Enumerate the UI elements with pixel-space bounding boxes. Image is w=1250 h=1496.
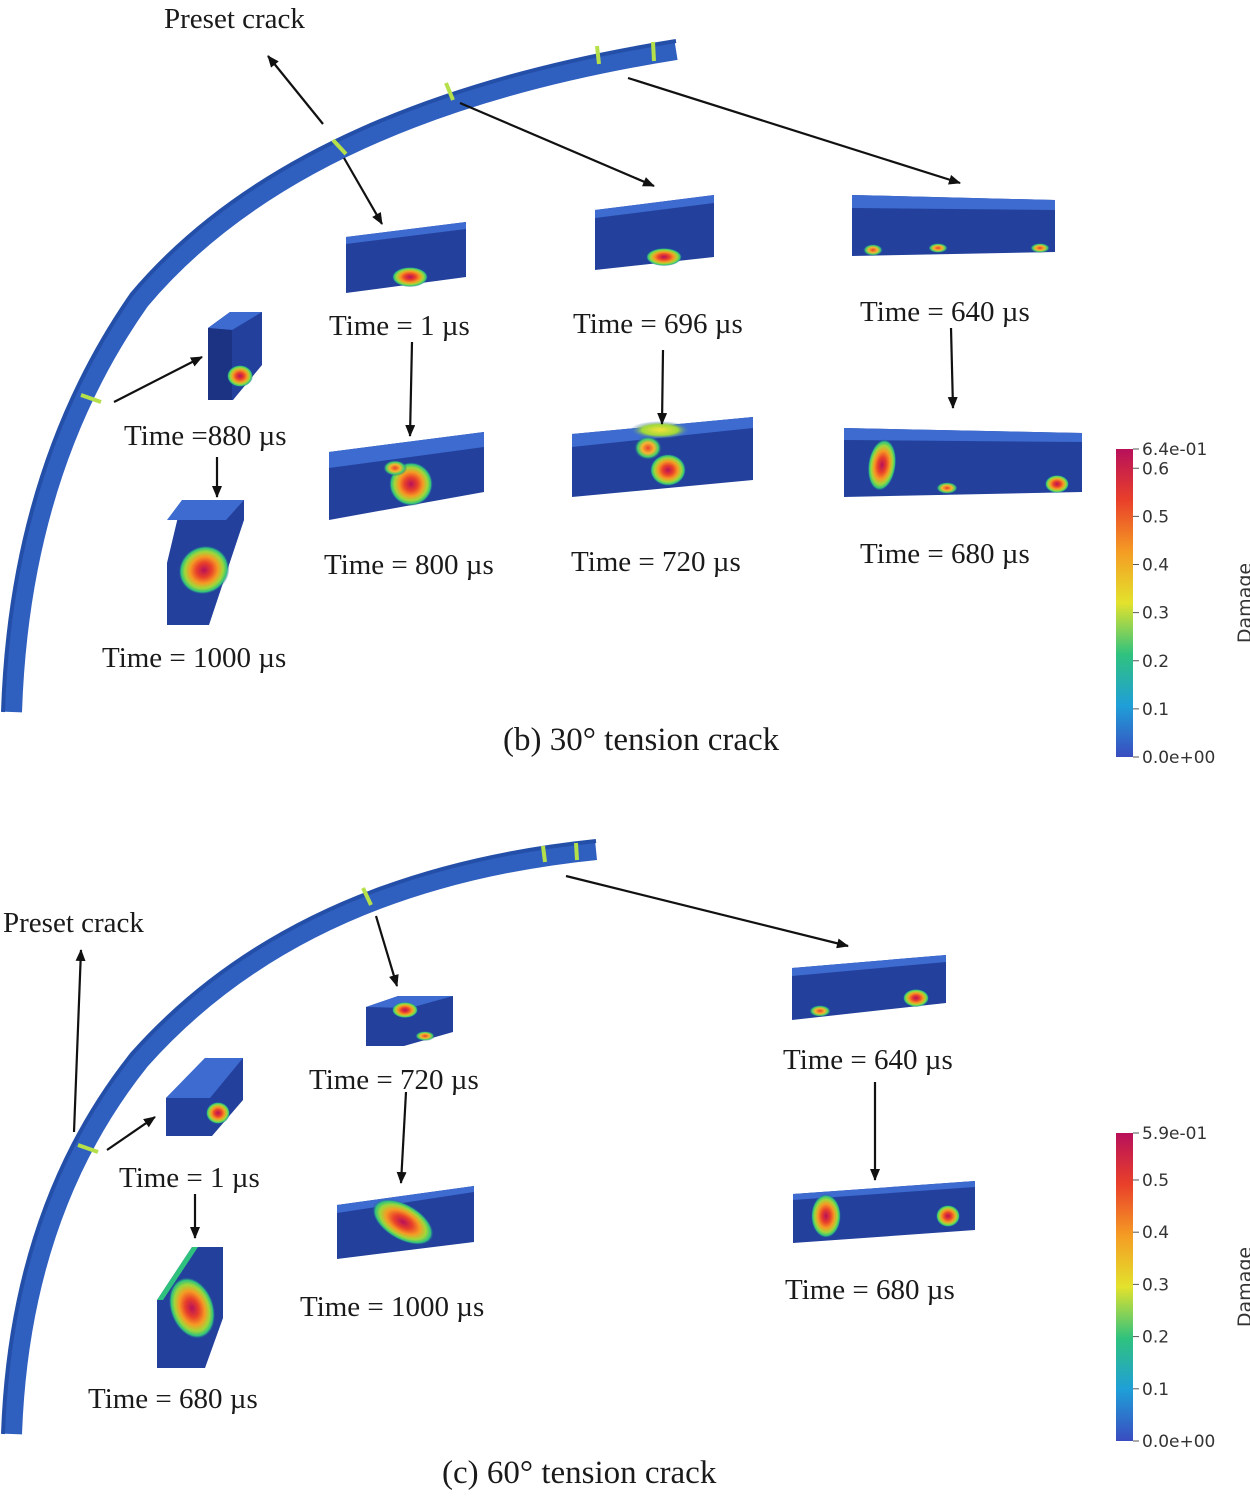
colorbar-tick-label: 0.4	[1142, 556, 1169, 576]
colorbar-tick-label: 0.1	[1142, 1380, 1169, 1400]
time-label: Time = 640 µs	[783, 1044, 953, 1076]
time-label: Time = 680 µs	[785, 1274, 955, 1306]
colorbar-min-label: 0.0e+00	[1142, 1432, 1215, 1452]
arrow	[396, 1091, 408, 1184]
ring-b-edge	[1, 39, 677, 713]
colorbar-tick-label: 0.6	[1142, 459, 1169, 479]
colorbar-tick-label: 0.3	[1142, 1275, 1169, 1295]
colorbar-ramp	[1116, 1133, 1133, 1441]
ring-crack-mark	[331, 138, 348, 156]
arrow	[113, 356, 203, 403]
panel-caption: (b) 30° tension crack	[503, 722, 780, 758]
ring-c-edge	[1, 839, 597, 1435]
block-c-t680-left	[157, 1247, 223, 1368]
time-label: Time = 1 µs	[329, 310, 470, 342]
time-label: Time = 680 µs	[860, 538, 1030, 570]
arrow	[657, 349, 668, 425]
arrow	[565, 874, 849, 949]
colorbar-tick-label: 0.4	[1142, 1223, 1169, 1243]
arrow	[374, 915, 399, 987]
colorbar-b: 6.4e-010.6 0.5 0.4 0.3 0.2 0.1 0.0e+00 Damage	[1116, 440, 1250, 768]
ring-crack-mark	[80, 393, 102, 404]
block-b-t720	[572, 417, 753, 497]
time-label: Time = 640 µs	[860, 296, 1030, 328]
preset-crack-label: Preset crack	[3, 907, 144, 939]
block-b-t1000	[167, 500, 244, 625]
panel-caption: (c) 60° tension crack	[442, 1455, 717, 1491]
colorbar-c: 5.9e-01 0.5 0.4 0.3 0.2 0.1 0.0e+00 Damage	[1116, 1124, 1250, 1452]
arrow	[267, 55, 324, 125]
arrow	[947, 327, 958, 409]
block-c-t680-right	[793, 1181, 975, 1243]
arrow	[343, 157, 383, 225]
time-label: Time = 800 µs	[324, 549, 494, 581]
arrow	[72, 949, 86, 1133]
colorbar-max-label: 5.9e-01	[1142, 1124, 1207, 1144]
colorbar-tick-label: 0.3	[1142, 604, 1169, 624]
time-label: Time = 1000 µs	[300, 1291, 484, 1323]
colorbar-tick-label: 0.2	[1142, 652, 1169, 672]
block-b-t680	[844, 428, 1082, 497]
time-label: Time = 720 µs	[571, 546, 741, 578]
block-b-t800	[329, 432, 484, 520]
ring-b	[2, 40, 678, 713]
preset-crack-label: Preset crack	[164, 3, 305, 35]
block-c-t1	[166, 1058, 243, 1136]
ring-crack-mark	[444, 82, 455, 101]
time-label: Time = 1 µs	[119, 1162, 260, 1194]
block-c-t1000	[337, 1186, 474, 1259]
block-b-t640	[852, 195, 1055, 256]
colorbar-tick-label: 0.2	[1142, 1328, 1169, 1348]
time-label: Time = 680 µs	[88, 1383, 258, 1415]
colorbar-title: Damage	[1234, 1247, 1250, 1327]
panel-c: Preset crack Time = 720 µs Time = 640 µs…	[1, 839, 1250, 1491]
block-c-t720	[366, 996, 453, 1046]
ring-crack-mark	[595, 45, 601, 65]
arrow	[459, 101, 655, 188]
ring-crack-mark	[77, 1143, 99, 1154]
ring-crack-mark	[361, 887, 373, 906]
time-label: Time = 720 µs	[309, 1064, 479, 1096]
colorbar-max-label: 6.4e-01	[1142, 440, 1207, 460]
colorbar-tick-label: 0.5	[1142, 1171, 1169, 1191]
colorbar-title: Damage	[1234, 563, 1250, 643]
arrow	[405, 341, 416, 437]
block-c-t640	[792, 955, 946, 1020]
time-label: Time = 696 µs	[573, 308, 743, 340]
arrow	[627, 76, 961, 185]
block-b-t880	[208, 312, 262, 400]
time-label: Time =880 µs	[124, 420, 287, 452]
colorbar-ramp	[1116, 449, 1133, 757]
block-b-t1	[346, 222, 466, 293]
colorbar-tick-label: 0.1	[1142, 700, 1169, 720]
ring-crack-mark	[541, 845, 547, 863]
time-label: Time = 1000 µs	[102, 642, 286, 674]
ring-c	[2, 840, 598, 1435]
arrow	[106, 1116, 156, 1151]
colorbar-tick-label: 0.5	[1142, 507, 1169, 527]
ring-crack-mark	[651, 41, 656, 62]
block-b-t696	[595, 195, 714, 270]
ring-crack-mark	[574, 842, 579, 861]
panel-b: Preset crack Time = 1 µs Time = 696 µs T…	[1, 3, 1250, 768]
colorbar-min-label: 0.0e+00	[1142, 748, 1215, 768]
